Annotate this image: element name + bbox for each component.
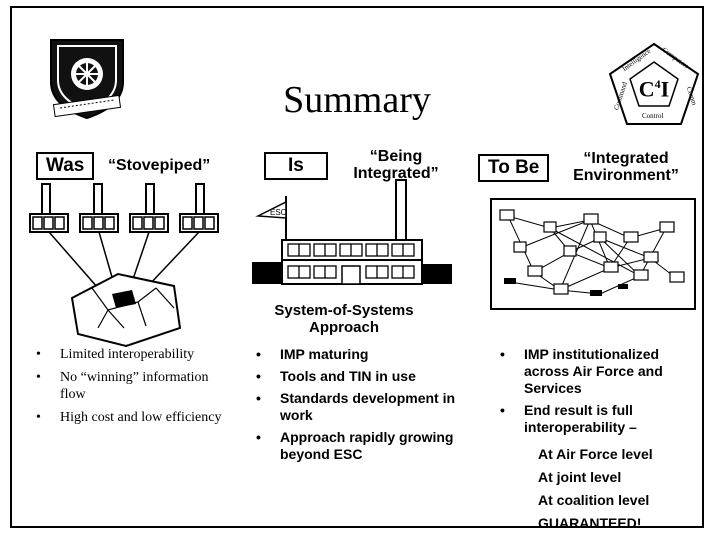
c4i-pentagon-icon: C4I Intelligence Computers Comm Control …: [608, 42, 700, 126]
interoperability-levels-list: At Air Force level At joint level At coa…: [538, 446, 698, 538]
c4i-superscript: 4: [654, 77, 661, 91]
integrated-network-diagram: [490, 198, 696, 310]
c4i-ring-label-4: Control: [642, 112, 664, 120]
list-item: •Approach rapidly growing beyond ESC: [256, 429, 454, 462]
c4i-letter-i: I: [660, 76, 670, 102]
was-bullet-list: •Limited interoperability •No “winning” …: [34, 346, 234, 432]
page-title: Summary: [283, 79, 431, 121]
to-be-box-label: To Be: [478, 154, 550, 182]
was-box-label: Was: [36, 152, 95, 180]
integrated-environment-caption: “Integrated Environment”: [573, 150, 679, 184]
stovepipe-diagram: [29, 183, 219, 348]
is-box-label: Is: [264, 152, 328, 180]
stovepiped-caption: “Stovepiped”: [108, 157, 211, 174]
c4i-letter-c: C: [638, 76, 655, 102]
is-bullet-list: •IMP maturing •Tools and TIN in use •Sta…: [254, 346, 482, 468]
list-item: •IMP institutionalized across Air Force …: [500, 346, 663, 396]
esc-flag-label: ESC: [270, 208, 287, 217]
list-item: •End result is full interoperability –: [500, 402, 637, 435]
slide-frame: [10, 6, 704, 528]
list-item: •Standards development in work: [256, 390, 456, 423]
being-integrated-caption: “Being Integrated”: [353, 148, 439, 182]
command-shield-icon: [50, 39, 124, 120]
list-item: •IMP maturing: [256, 346, 369, 362]
list-item: At joint level: [538, 469, 622, 485]
list-item: •High cost and low efficiency: [36, 410, 222, 425]
list-item: At coalition level: [538, 492, 650, 508]
system-of-systems-caption: System-of-Systems Approach: [274, 302, 414, 336]
to-be-bullet-list: •IMP institutionalized across Air Force …: [498, 346, 698, 441]
list-item: GUARANTEED!: [538, 515, 642, 531]
list-item: At Air Force level: [538, 446, 653, 462]
list-item: •Limited interoperability: [36, 347, 195, 362]
list-item: •No “winning” information flow: [36, 370, 209, 402]
integrated-building-icon: ESC: [252, 179, 452, 285]
list-item: •Tools and TIN in use: [256, 368, 416, 384]
